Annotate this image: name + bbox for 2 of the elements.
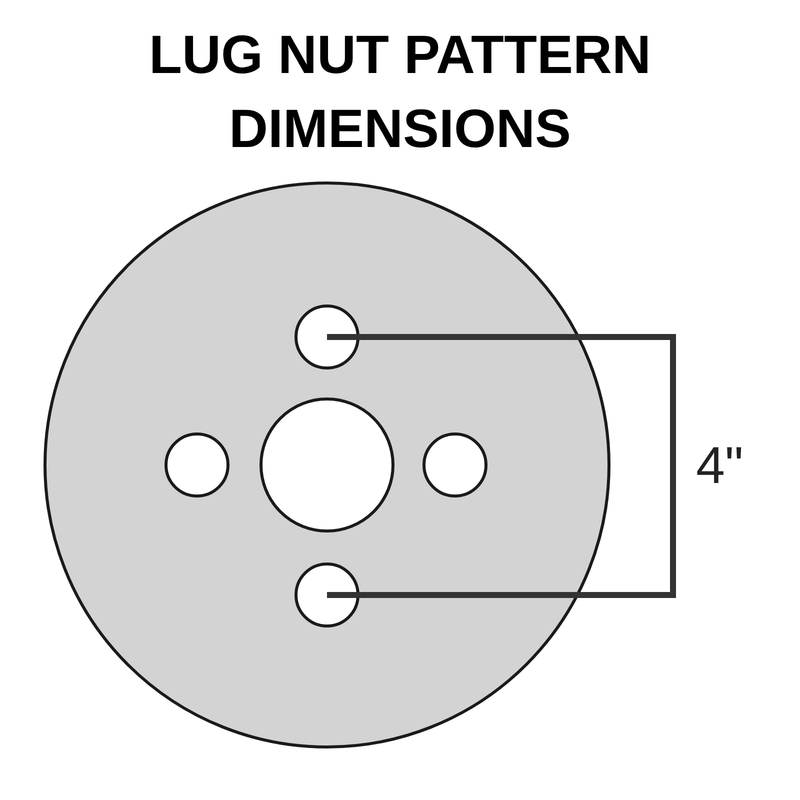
diagram-title: LUG NUT PATTERN DIMENSIONS bbox=[148, 24, 652, 161]
dimension-label: 4" bbox=[696, 436, 744, 496]
